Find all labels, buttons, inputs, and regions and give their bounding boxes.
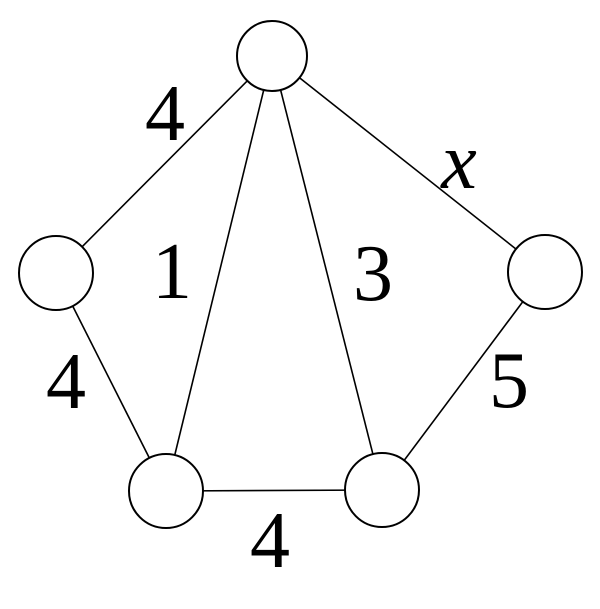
graph-node-right xyxy=(507,234,583,310)
graph-node-left xyxy=(18,235,94,311)
graph-edge-right-bottom-right xyxy=(381,271,546,491)
graph-node-top xyxy=(236,20,308,92)
edge-label-top-bottom-left: 1 xyxy=(152,228,192,316)
edge-label-bottom-left-bottom-right: 4 xyxy=(250,497,290,585)
edge-label-left-bottom-left: 4 xyxy=(46,338,86,426)
graph-edge-left-bottom-left xyxy=(55,272,167,492)
edge-label-top-right: x xyxy=(440,118,477,206)
graph-edge-top-bottom-right xyxy=(271,55,383,491)
graph-edge-top-left xyxy=(55,55,273,274)
edge-label-top-left: 4 xyxy=(145,70,185,158)
graph-node-bottom-left xyxy=(128,453,204,529)
graph-node-bottom-right xyxy=(344,452,420,528)
graph-edge-top-bottom-left xyxy=(165,55,273,492)
edge-label-right-bottom-right: 5 xyxy=(489,337,529,425)
edge-label-top-bottom-right: 3 xyxy=(353,230,393,318)
graph-edge-top-right xyxy=(271,55,546,273)
